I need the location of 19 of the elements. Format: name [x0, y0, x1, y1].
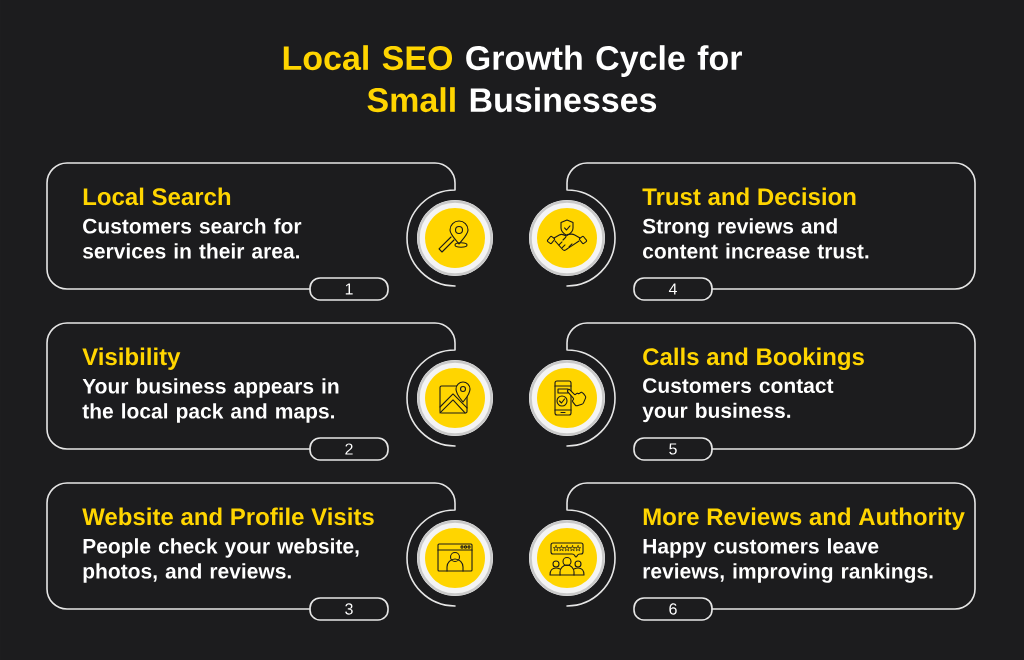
title: Local SEO Growth Cycle for Small Businesses: [283, 45, 742, 113]
step-description: Happy customers leave reviews, improving rankings.: [643, 538, 933, 583]
step-heading: Trust and Decision: [642, 187, 856, 206]
step-description: Strong reviews and content increase trust.: [642, 218, 869, 259]
number-badge: 4: [633, 277, 713, 301]
step-heading: Local Search: [83, 187, 231, 206]
step-heading: Website and Profile Visits: [82, 507, 374, 526]
number-badge: 5: [633, 437, 713, 461]
step-description: Customers contact your business.: [642, 378, 834, 423]
step-description: Your business appears in the local pack and maps.: [82, 378, 339, 423]
step-heading: More Reviews and Authority: [643, 507, 965, 530]
number-badge: 3: [309, 597, 389, 621]
step-heading: Visibility: [82, 347, 181, 370]
step-heading: Calls and Bookings: [643, 347, 864, 371]
step-description: People check your website, photos, and reviews.: [83, 538, 359, 583]
number-badge: 2: [309, 437, 389, 461]
number-badge: 1: [309, 277, 389, 301]
step-description: Customers search for services in their area.: [82, 218, 302, 259]
number-badge: 6: [633, 597, 713, 621]
